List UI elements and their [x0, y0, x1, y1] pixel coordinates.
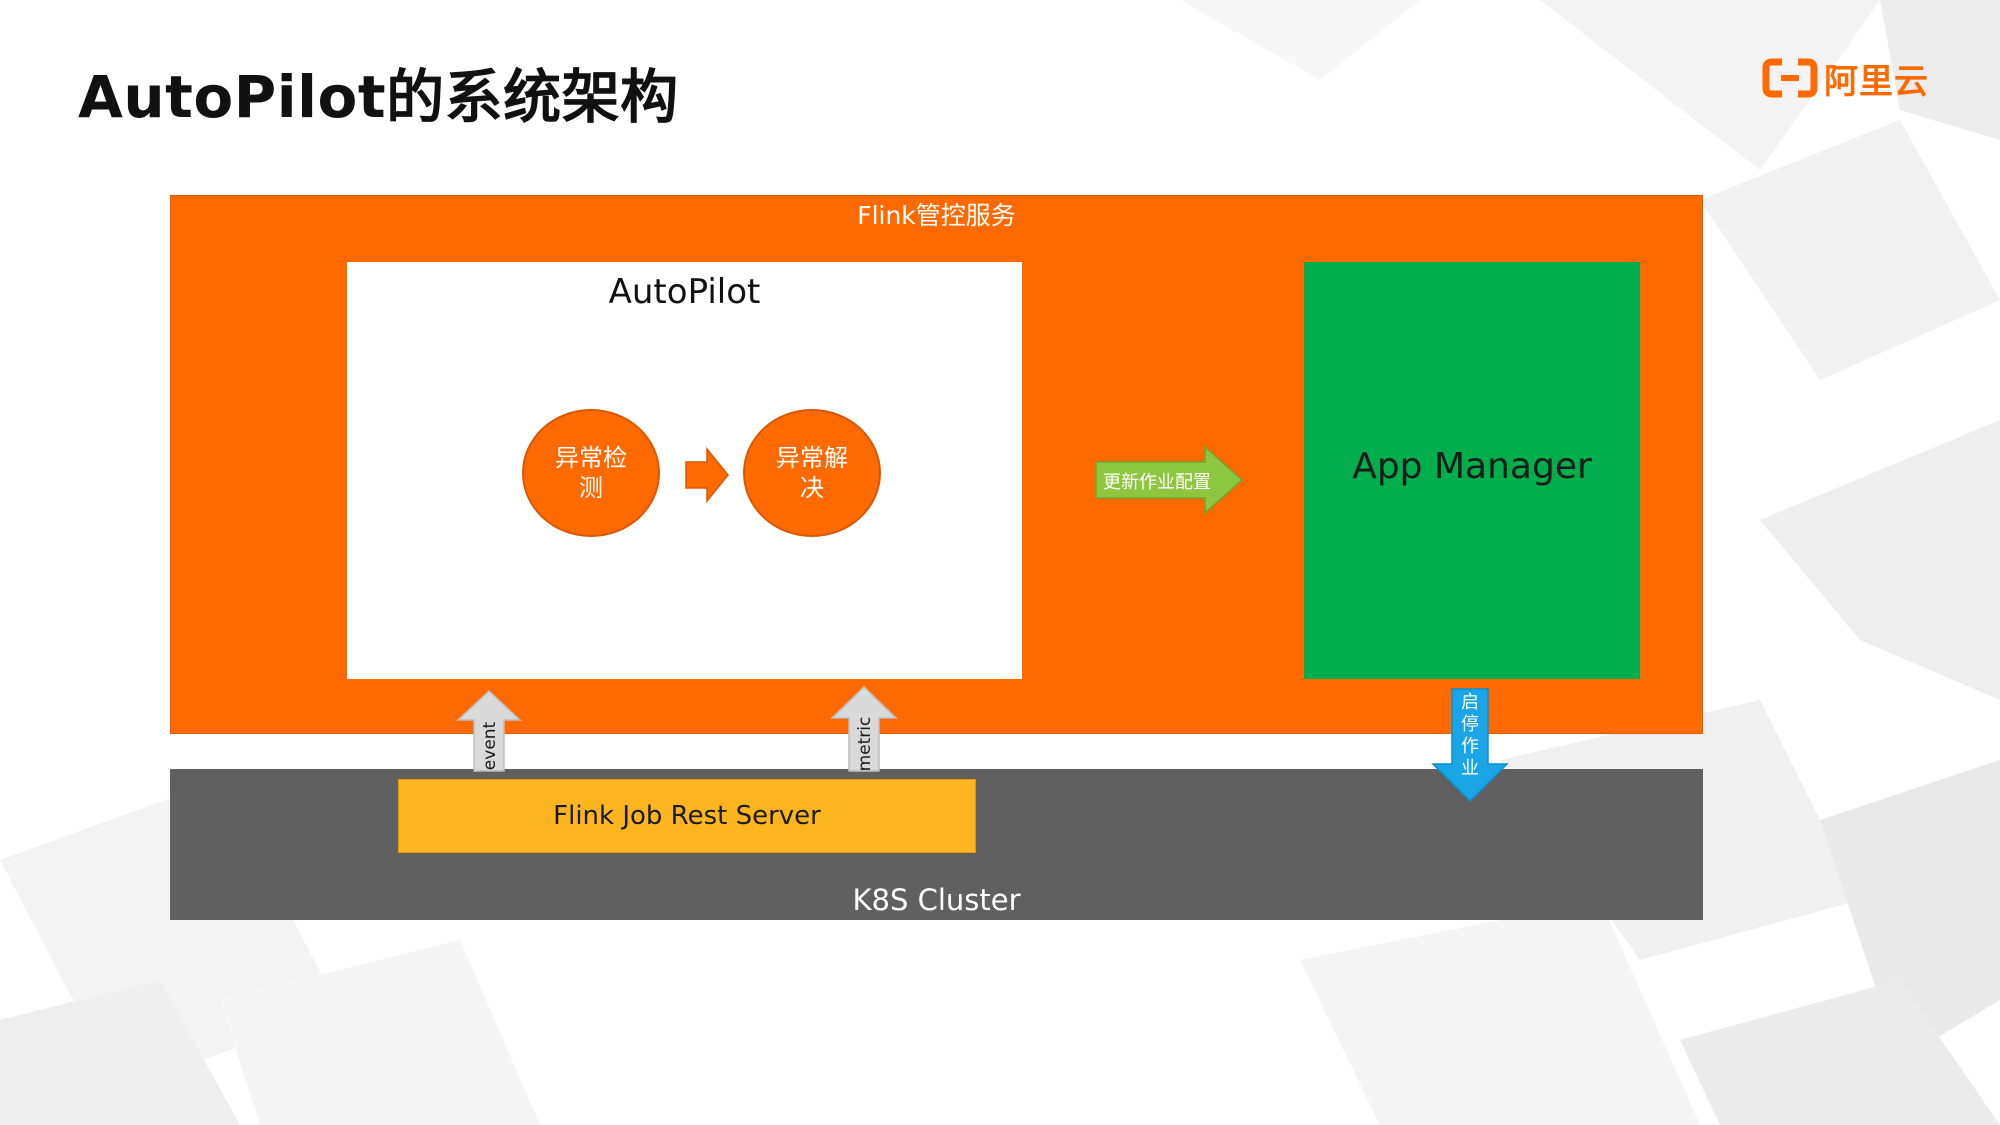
flink-control-service-label: Flink管控服务	[857, 201, 1016, 230]
start-stop-job-arrow: 启停作业	[1431, 688, 1509, 803]
logo-text: 阿里云	[1824, 61, 1929, 102]
anomaly-detection-label: 异常检测	[555, 444, 627, 502]
aliyun-bracket-icon	[1762, 58, 1818, 98]
app-manager-label: App Manager	[1352, 446, 1592, 487]
app-manager-box: App Manager	[1304, 262, 1640, 679]
autopilot-label: AutoPilot	[608, 272, 761, 312]
metric-arrow: metric	[830, 685, 898, 772]
anomaly-resolution-node: 异常解决	[743, 409, 881, 537]
detect-to-resolve-arrow	[685, 446, 729, 504]
aliyun-logo: 阿里云	[1762, 58, 1929, 102]
update-config-arrow: 更新作业配置	[1095, 445, 1244, 515]
k8s-cluster-label: K8S Cluster	[852, 883, 1021, 917]
update-config-label: 更新作业配置	[1103, 472, 1211, 493]
flink-job-rest-server-box: Flink Job Rest Server	[398, 779, 976, 853]
flink-job-rest-server-label: Flink Job Rest Server	[553, 801, 821, 831]
anomaly-resolution-label: 异常解决	[776, 444, 848, 502]
event-label: event	[480, 721, 500, 770]
autopilot-box: AutoPilot 异常检测 异常解决	[347, 262, 1022, 679]
metric-label: metric	[855, 717, 875, 772]
anomaly-detection-node: 异常检测	[522, 409, 660, 537]
slide-title: AutoPilot的系统架构	[78, 63, 679, 131]
event-arrow: event	[456, 689, 522, 772]
start-stop-job-label: 启停作业	[1461, 692, 1479, 779]
